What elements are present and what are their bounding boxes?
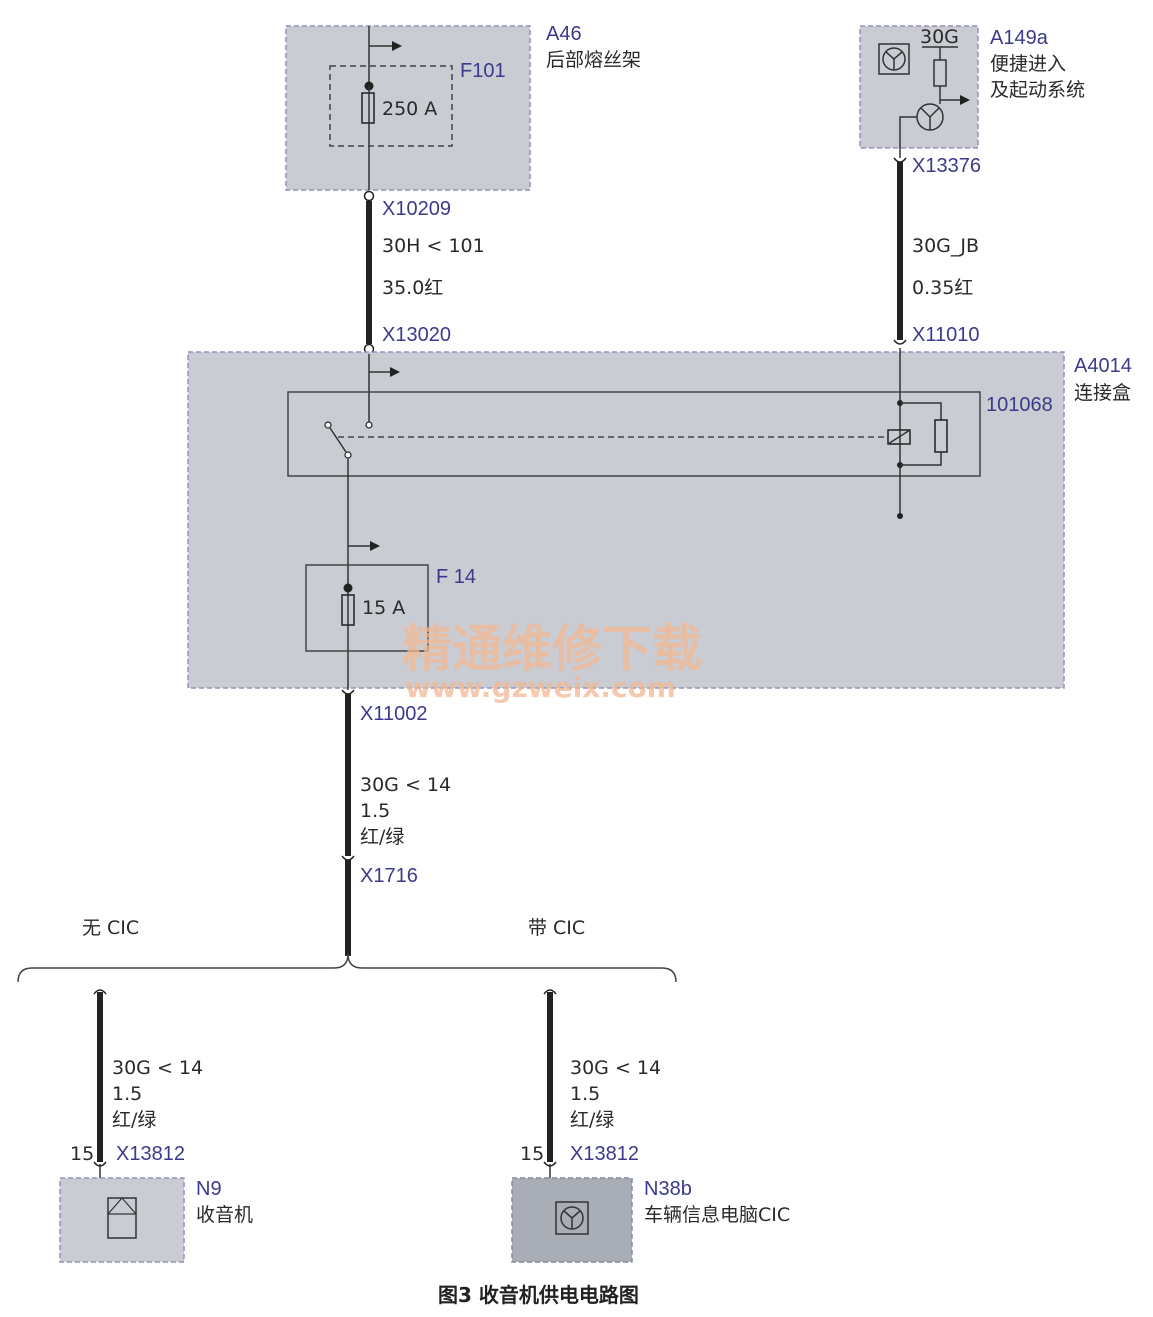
n9-code: N9	[196, 1178, 222, 1200]
relay-101068-box	[287, 391, 981, 477]
n38b-code: N38b	[644, 1178, 692, 1200]
wire-n9-signal: 30G < 14	[112, 1057, 203, 1079]
a4014-junction-box: 15 A F 14 101068	[187, 348, 1065, 690]
variant-brace	[17, 953, 677, 983]
a149a-terminal: 30G	[920, 26, 959, 48]
wire-30h-signal: 30H < 101	[382, 235, 485, 257]
f101-fuse-symbol	[361, 92, 375, 124]
relay-coil	[887, 429, 911, 445]
f14-fuse-box	[305, 564, 429, 652]
x11010-pin	[893, 339, 907, 345]
n9-pin-number: 15	[70, 1143, 94, 1165]
wire-n38b-signal: 30G < 14	[570, 1057, 661, 1079]
a149a-name-line1: 便捷进入	[990, 53, 1066, 75]
ecu-icon	[878, 43, 910, 75]
a4014-name: 连接盒	[1074, 382, 1131, 404]
n38b-cic-module	[511, 1177, 633, 1263]
branch-with-cic: 带 CIC	[528, 917, 585, 939]
x13020-label: X13020	[382, 324, 451, 346]
x11002-label: X11002	[360, 703, 427, 725]
wire-n9-color: 红/绿	[112, 1109, 156, 1131]
a46-code: A46	[546, 23, 582, 45]
x13376-pin	[893, 157, 907, 163]
relay-contact	[329, 427, 347, 453]
n9-name: 收音机	[196, 1204, 253, 1226]
f101-label: F101	[460, 60, 506, 82]
x1716-pin	[341, 855, 355, 861]
n9-radio	[59, 1177, 185, 1263]
a46-fuse-box: 250 A F101	[285, 25, 531, 191]
x1716-label: X1716	[360, 865, 418, 887]
n38b-name: 车辆信息电脑CIC	[644, 1204, 790, 1226]
wire-main-size: 1.5	[360, 800, 390, 822]
a149a-module: 30G	[859, 25, 979, 149]
f14-label: F 14	[436, 566, 476, 588]
a4014-code: A4014	[1074, 355, 1132, 377]
wire-main-color: 红/绿	[360, 826, 404, 848]
x13376-label: X13376	[912, 155, 981, 177]
watermark-url: www.gzweix.com	[405, 671, 676, 704]
f14-fuse-symbol	[341, 594, 355, 626]
x10209-pin	[363, 190, 375, 202]
figure-caption: 图3 收音机供电电路图	[438, 1283, 639, 1307]
n38b-pin-number: 15	[520, 1143, 544, 1165]
wire-n9-size: 1.5	[112, 1083, 142, 1105]
wire-n38b-color: 红/绿	[570, 1109, 614, 1131]
x10209-label: X10209	[382, 198, 451, 220]
x13812-right-label: X13812	[570, 1143, 639, 1165]
wire-n38b-size: 1.5	[570, 1083, 600, 1105]
wire-main-signal: 30G < 14	[360, 774, 451, 796]
x11002-pin	[341, 689, 355, 695]
relay-101068-label: 101068	[986, 394, 1053, 416]
f101-rating: 250 A	[382, 98, 437, 120]
a149a-name-line2: 及起动系统	[990, 79, 1085, 101]
x13812-left-label: X13812	[116, 1143, 185, 1165]
x11010-label: X11010	[912, 324, 979, 346]
a46-name: 后部熔丝架	[546, 49, 641, 71]
a149a-code: A149a	[990, 27, 1049, 49]
watermark-title: 精通维修下载	[402, 619, 702, 678]
branch-no-cic: 无 CIC	[82, 917, 139, 939]
ecu-icon	[555, 1201, 589, 1235]
wire-30h-spec: 35.0红	[382, 277, 443, 299]
f14-rating: 15 A	[362, 597, 405, 619]
wire-30g-jb-spec: 0.35红	[912, 277, 973, 299]
wire-30g-jb-signal: 30G_JB	[912, 235, 979, 257]
